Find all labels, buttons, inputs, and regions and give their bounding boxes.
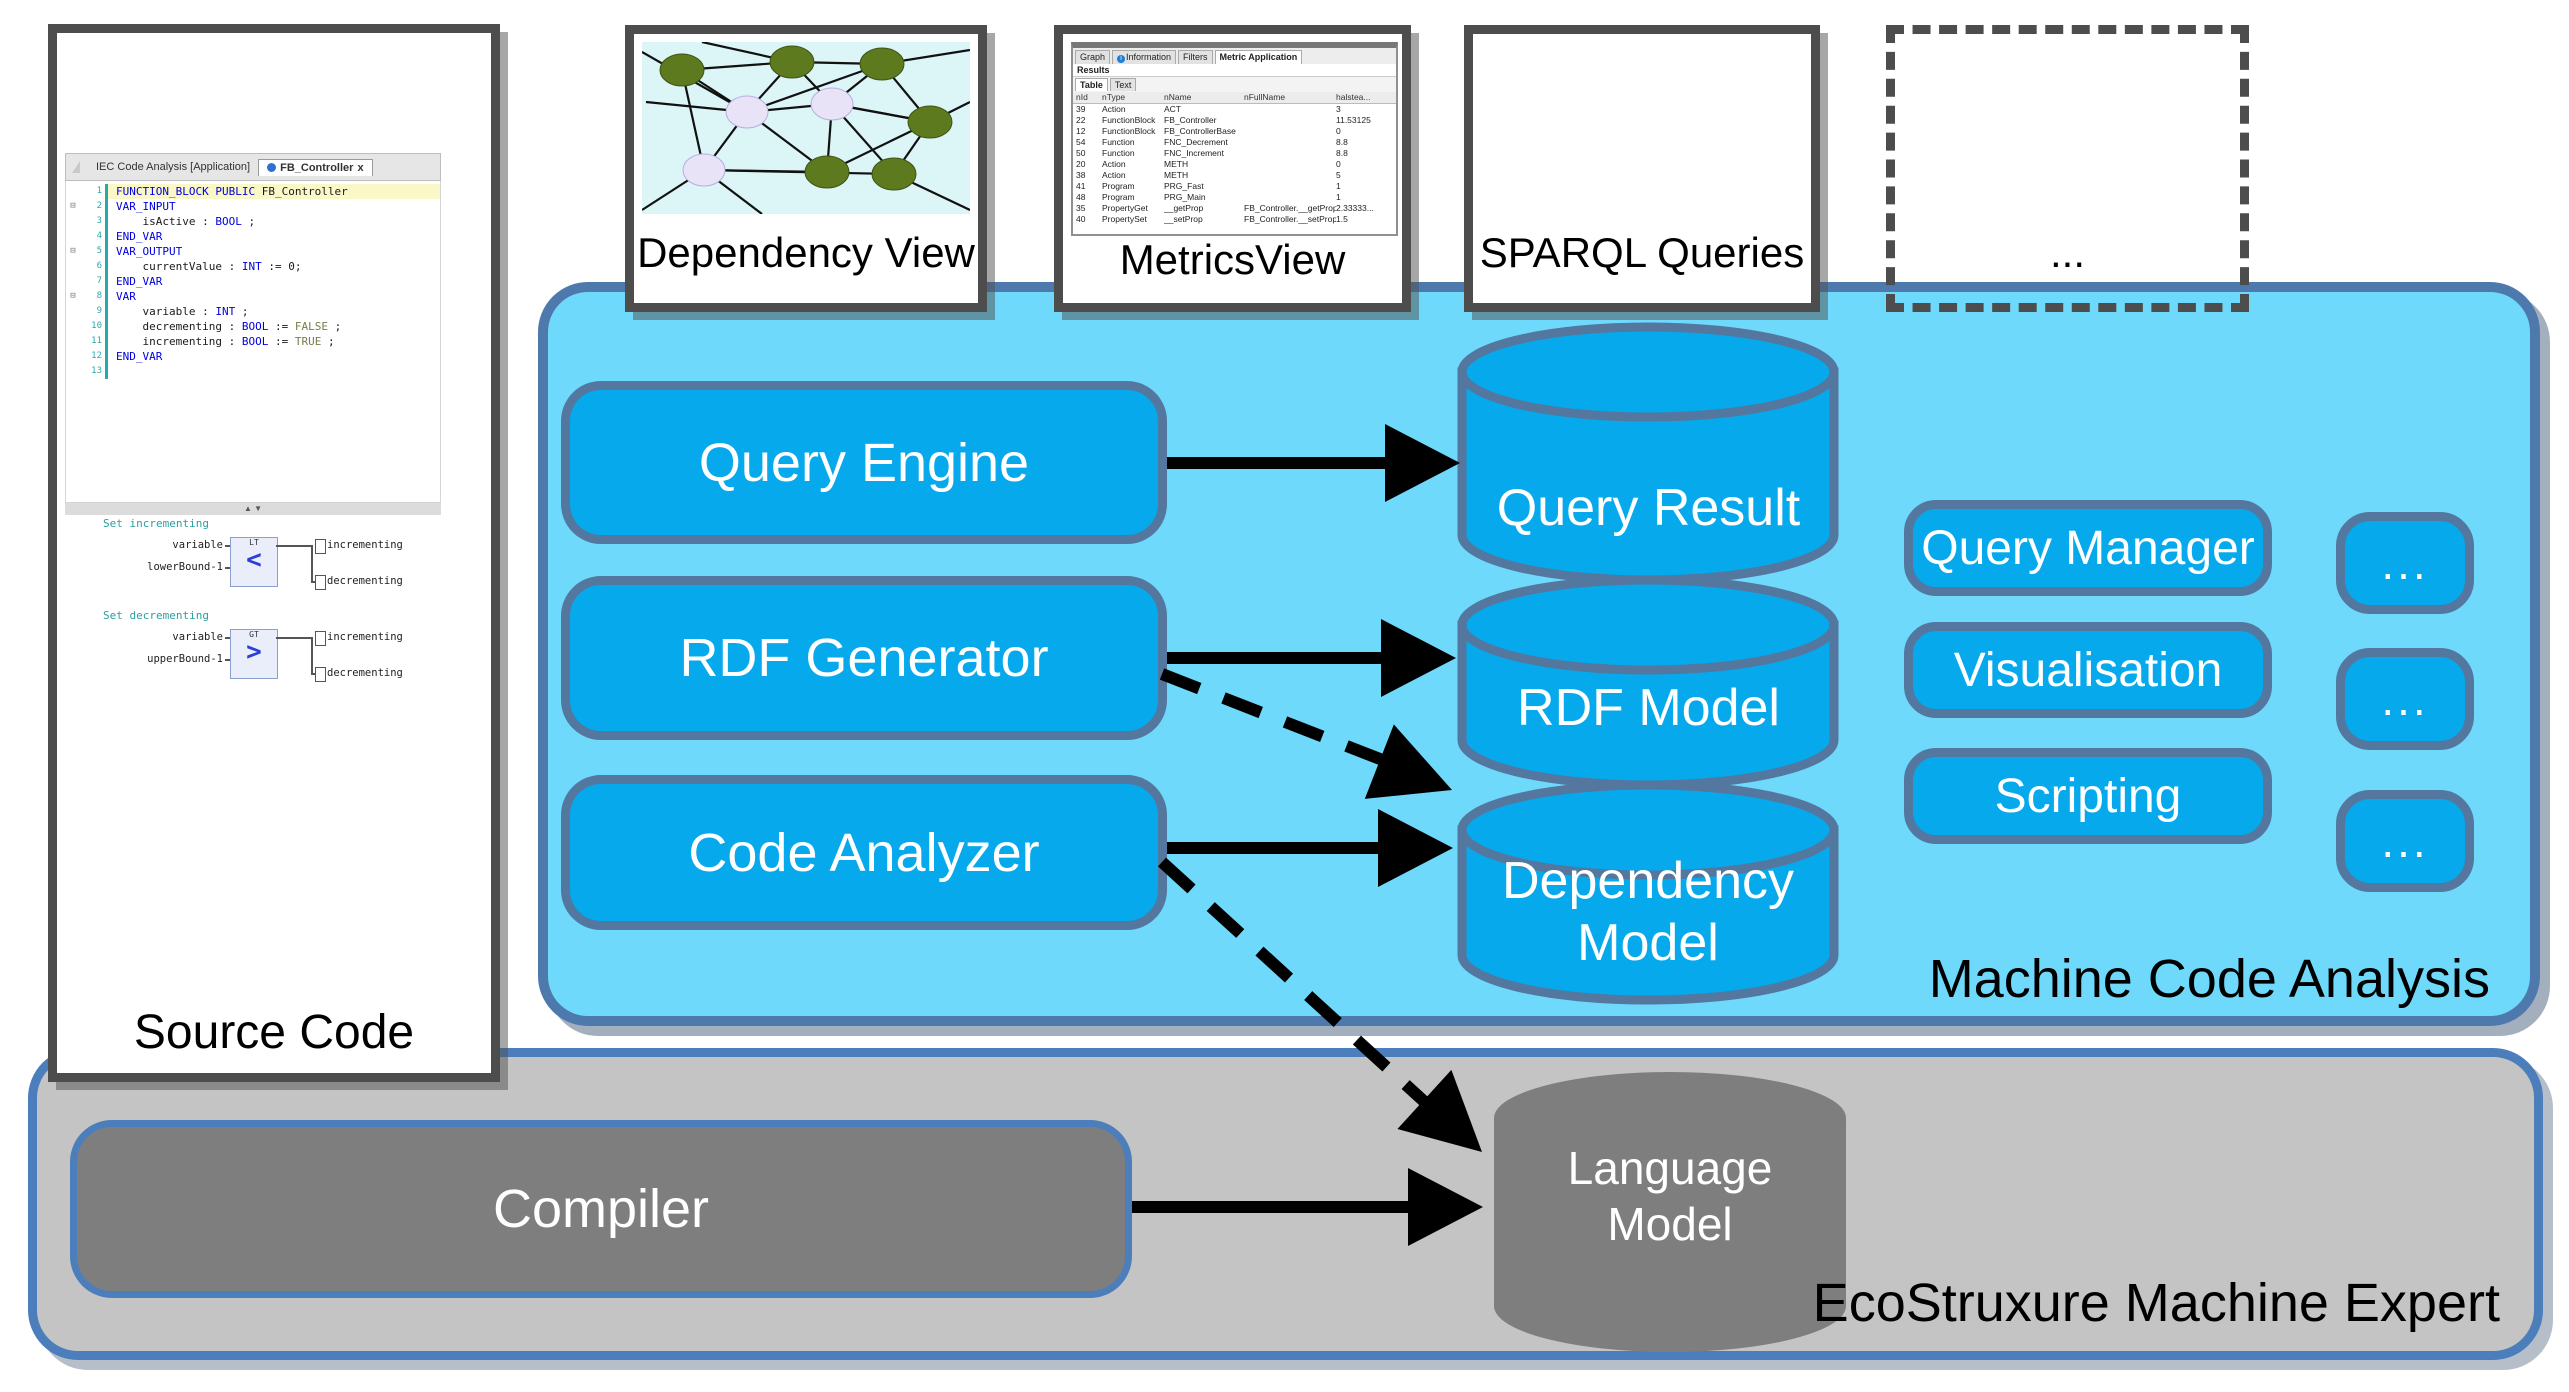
ecostruxure-label: EcoStruxure Machine Expert — [1812, 1273, 2500, 1333]
code-line: 10 decrementing : BOOL := FALSE ; — [66, 319, 440, 334]
fbd-input: lowerBound-1 — [147, 561, 223, 573]
tab-metric-application[interactable]: Metric Application — [1214, 50, 1303, 64]
scripting-button[interactable]: Scripting — [1904, 748, 2272, 844]
dependency-view-label: Dependency View — [637, 229, 975, 276]
code-line: 3 isActive : BOOL ; — [66, 214, 440, 229]
coil-icon — [315, 539, 326, 554]
source-code-label: Source Code — [133, 1006, 415, 1059]
navigator-icon — [72, 161, 80, 173]
fbd-output: incrementing — [327, 539, 403, 551]
code-line: 11 incrementing : BOOL := TRUE ; — [66, 334, 440, 349]
language-model-cylinder — [1494, 1072, 1846, 1352]
close-icon[interactable]: x — [357, 161, 364, 174]
code-line: 6 currentValue : INT := 0; — [66, 259, 440, 274]
results-label: Results — [1073, 64, 1396, 77]
network-comment: Set incrementing — [103, 517, 209, 530]
coil-icon — [315, 575, 326, 590]
fbd-output: decrementing — [327, 575, 403, 587]
ellipsis-box-2[interactable]: ... — [2336, 648, 2474, 750]
fbd-input: upperBound-1 — [147, 653, 223, 665]
ellipsis-box-1[interactable]: ... — [2336, 512, 2474, 614]
fbd-output: decrementing — [327, 667, 403, 679]
query-manager-button[interactable]: Query Manager — [1904, 500, 2272, 596]
network-comment: Set decrementing — [103, 609, 209, 622]
editor-splitter[interactable]: ▲ ▼ — [65, 503, 441, 515]
fbd-input: variable — [172, 539, 223, 551]
more-views-box: ... — [1886, 25, 2249, 312]
coil-icon — [315, 667, 326, 682]
fbd-input: variable — [172, 631, 223, 643]
editor-tab-bar: IEC Code Analysis [Application] FB_Contr… — [65, 153, 441, 181]
fbd-network-1: Set incrementing variable lowerBound-1 L… — [65, 515, 441, 607]
ellipsis-box-3[interactable]: ... — [2336, 790, 2474, 892]
pou-icon — [267, 163, 277, 172]
code-line: 13 — [66, 364, 440, 379]
comparison-block-gt: GT > — [230, 629, 278, 679]
code-line: 9 variable : INT ; — [66, 304, 440, 319]
code-analyzer-button[interactable]: Code Analyzer — [561, 775, 1167, 930]
metrics-view-label: MetricsView — [1119, 236, 1346, 283]
model-cylinders — [1457, 322, 1839, 1005]
language-model-label: Language Model — [1567, 1142, 1773, 1250]
fbd-network-2: Set decrementing variable upperBound-1 G… — [65, 607, 441, 699]
tab-iec-code-analysis[interactable]: IEC Code Analysis [Application] — [96, 161, 251, 173]
coil-icon — [315, 631, 326, 646]
subtab-text[interactable]: Text — [1109, 78, 1137, 91]
info-icon: i — [1117, 55, 1126, 63]
rdf-model-label: RDF Model — [1517, 679, 1780, 737]
tab-filters[interactable]: Filters — [1178, 50, 1213, 64]
tab-graph[interactable]: Graph — [1075, 50, 1111, 64]
dependency-view-box: Dependency View — [625, 25, 987, 312]
dependency-model-label: Dependency Model — [1502, 852, 1794, 972]
sparql-queries-label: SPARQL Queries — [1479, 229, 1805, 276]
dependency-graph-image — [642, 42, 970, 214]
machine-code-analysis-label: Machine Code Analysis — [1928, 949, 2490, 1009]
rdf-generator-button[interactable]: RDF Generator — [561, 576, 1167, 740]
query-engine-button[interactable]: Query Engine — [561, 381, 1167, 544]
comparison-block-lt: LT < — [230, 537, 278, 587]
metrics-subtabs: Table Text — [1073, 77, 1396, 92]
query-result-label: Query Result — [1496, 479, 1801, 537]
visualisation-button[interactable]: Visualisation — [1904, 622, 2272, 718]
sparql-queries-box: SPARQL Queries — [1464, 25, 1820, 312]
code-editor-screenshot: IEC Code Analysis [Application] FB_Contr… — [65, 153, 441, 713]
compiler-box[interactable]: Compiler — [70, 1120, 1132, 1298]
subtab-table[interactable]: Table — [1075, 78, 1108, 91]
source-code-panel: IEC Code Analysis [Application] FB_Contr… — [48, 24, 500, 1082]
more-views-label: ... — [2049, 229, 2085, 276]
fbd-output: incrementing — [327, 631, 403, 643]
